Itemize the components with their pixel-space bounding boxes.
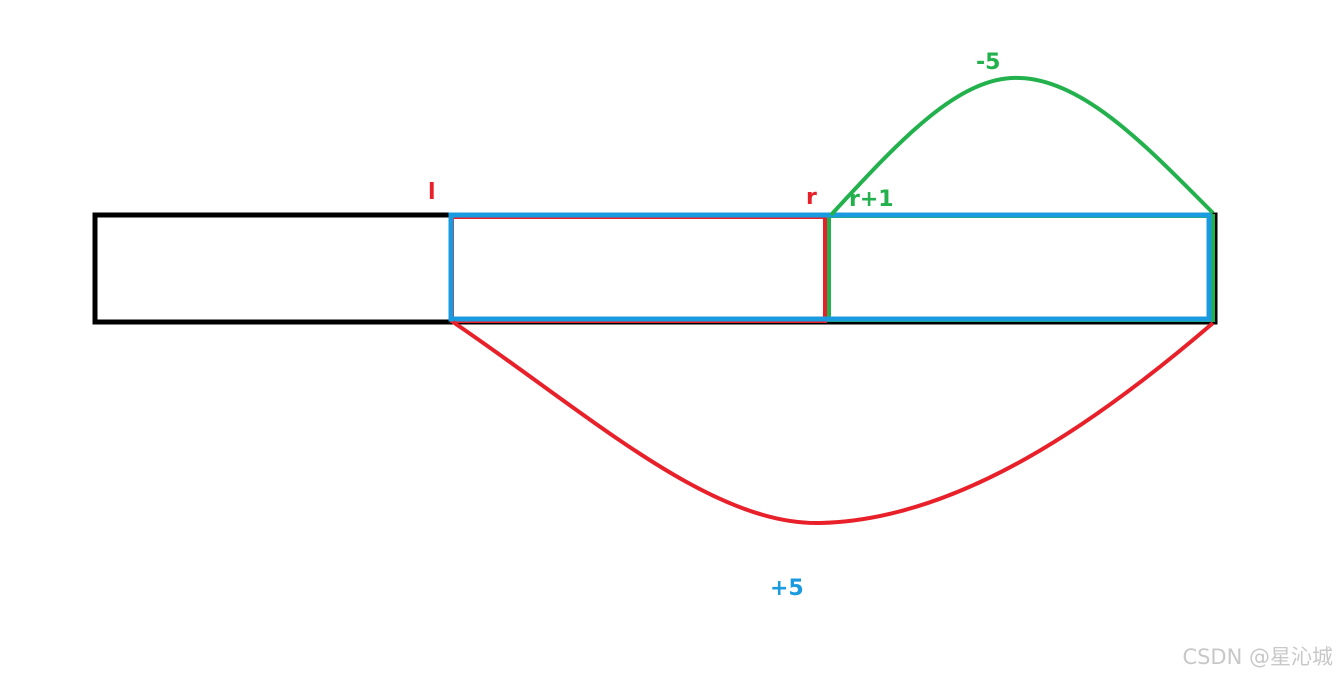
watermark: CSDN @星沁城 <box>1182 645 1333 669</box>
label-r: r <box>806 185 817 210</box>
label-l: l <box>428 180 436 205</box>
range-r-plus-1-box <box>827 214 1215 322</box>
range-l-to-end-box <box>448 212 1212 322</box>
label-r-plus-1: r+1 <box>849 187 894 212</box>
minus-arc <box>829 75 1215 217</box>
range-l-to-r-box <box>450 215 827 323</box>
label-plus-5: +5 <box>770 576 804 601</box>
plus-arc <box>451 320 1215 526</box>
array-outline <box>92 212 1218 325</box>
label-minus-5: -5 <box>976 50 1000 75</box>
